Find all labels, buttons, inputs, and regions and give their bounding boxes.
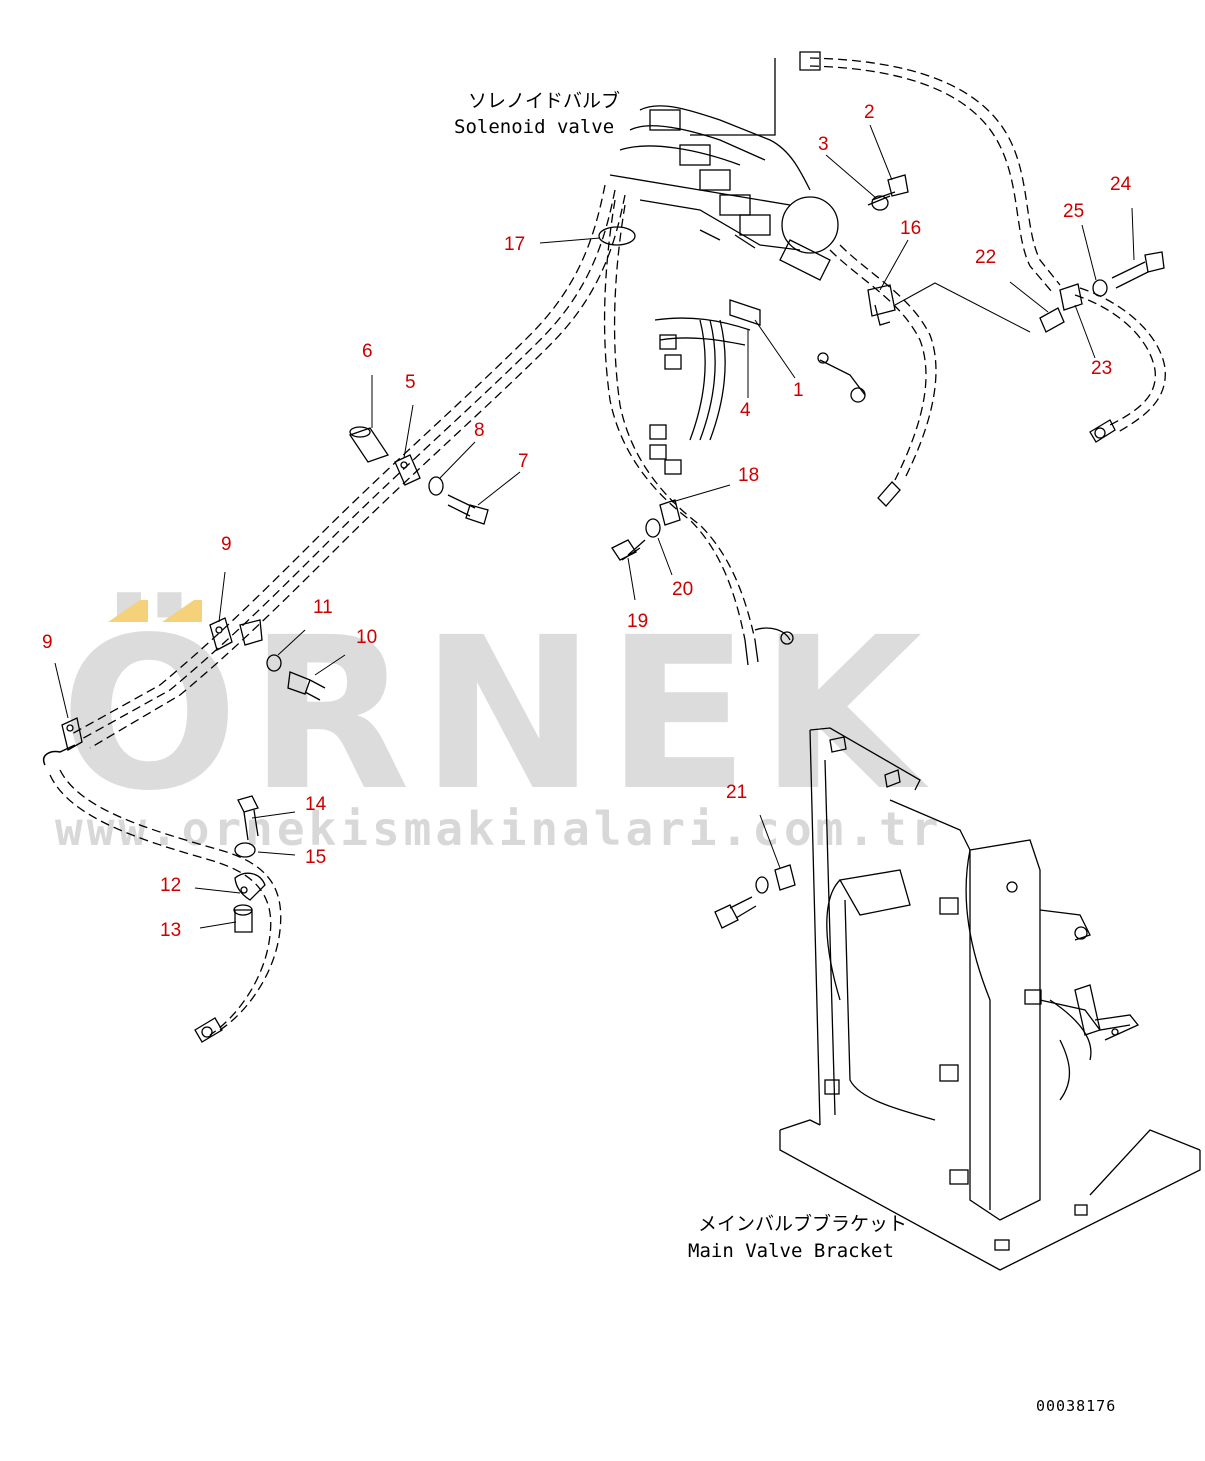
fitting-right-down-icon — [877, 481, 901, 507]
part-14-bolt-icon — [237, 795, 259, 841]
solenoid-valve-block — [609, 105, 839, 281]
part-5-clamp-icon — [394, 454, 421, 486]
callout-14: 14 — [305, 794, 327, 815]
part-24-bolt-icon — [1111, 251, 1165, 289]
main-valve-bracket-label-jp: メインバルブブラケット — [698, 1213, 908, 1235]
part-15-washer-icon — [234, 842, 256, 858]
part-19-bolt-icon — [611, 539, 646, 561]
callout-11: 11 — [313, 597, 333, 618]
callout-8: 8 — [474, 420, 485, 441]
part-17-ring-icon — [598, 226, 636, 246]
fitting-lower-left-icon — [194, 1017, 223, 1043]
accumulator-icon — [781, 196, 839, 254]
leader-lines — [54, 124, 1135, 929]
part-10-bolt-icon — [287, 671, 326, 701]
part-16-clamp-icon — [867, 284, 896, 326]
callout-9-lower: 9 — [42, 632, 53, 653]
callout-16: 16 — [900, 218, 922, 239]
callout-17: 17 — [504, 234, 526, 255]
part-11-washer-icon — [266, 654, 282, 672]
main-valve-bracket-label-en: Main Valve Bracket — [688, 1240, 894, 1262]
part-6-spacer-icon — [348, 426, 390, 463]
part-9-clamp-lower-icon — [61, 717, 83, 751]
callout-23: 23 — [1091, 358, 1113, 379]
callout-7: 7 — [518, 451, 529, 472]
part-20-washer-icon — [645, 518, 661, 538]
part-8-washer-icon — [428, 476, 444, 496]
solenoid-valve-label-jp: ソレノイドバルブ — [468, 90, 621, 112]
part-25-washer-icon — [1092, 279, 1108, 297]
callout-6: 6 — [362, 341, 373, 362]
callout-21: 21 — [726, 782, 748, 803]
callout-1: 1 — [793, 380, 804, 401]
part-21-washer-icon — [755, 876, 769, 894]
part-21-bolt-icon — [714, 896, 757, 929]
callout-24: 24 — [1110, 174, 1132, 195]
part-2-bolt-icon — [867, 174, 909, 206]
hose-main-left — [69, 184, 626, 749]
drawing-code: 00038176 — [1036, 1397, 1117, 1415]
hose-right-down — [829, 244, 937, 481]
callout-15: 15 — [305, 847, 327, 868]
callout-10: 10 — [356, 627, 378, 648]
callout-2: 2 — [864, 102, 875, 123]
callout-19: 19 — [627, 611, 649, 632]
part-7-bolt-icon — [447, 494, 489, 525]
part-22-spacer-icon — [1039, 307, 1065, 333]
callout-9-upper: 9 — [221, 534, 232, 555]
callout-20: 20 — [672, 579, 694, 600]
watermark-url: www.ornekismakinalari.com.tr — [55, 802, 943, 856]
part-23-clamp-icon — [1059, 283, 1083, 311]
callout-13: 13 — [160, 920, 182, 941]
main-valve-bracket — [779, 727, 1201, 1271]
callout-5: 5 — [405, 372, 416, 393]
callout-18: 18 — [738, 465, 760, 486]
watermark-brand: ÖRNEK — [60, 592, 933, 837]
hose-top-right — [809, 57, 1166, 433]
connector-harness — [649, 299, 761, 475]
callout-22: 22 — [975, 247, 997, 268]
callout-3: 3 — [818, 134, 829, 155]
callout-12: 12 — [160, 875, 182, 896]
part-9-clamp-upper-icon — [209, 617, 233, 651]
part-18-clamp-icon — [659, 499, 681, 526]
fitting-right-end-icon — [1089, 419, 1116, 443]
part-13-spacer-icon — [233, 904, 253, 933]
callout-25: 25 — [1063, 201, 1085, 222]
hose-center-down — [603, 199, 756, 641]
part-21-clamp-icon — [774, 864, 796, 891]
solenoid-valve-label-en: Solenoid valve — [454, 116, 615, 138]
part-12-clamp-icon — [234, 872, 266, 901]
hose-lower-left — [49, 769, 282, 1036]
callout-4: 4 — [740, 400, 751, 421]
